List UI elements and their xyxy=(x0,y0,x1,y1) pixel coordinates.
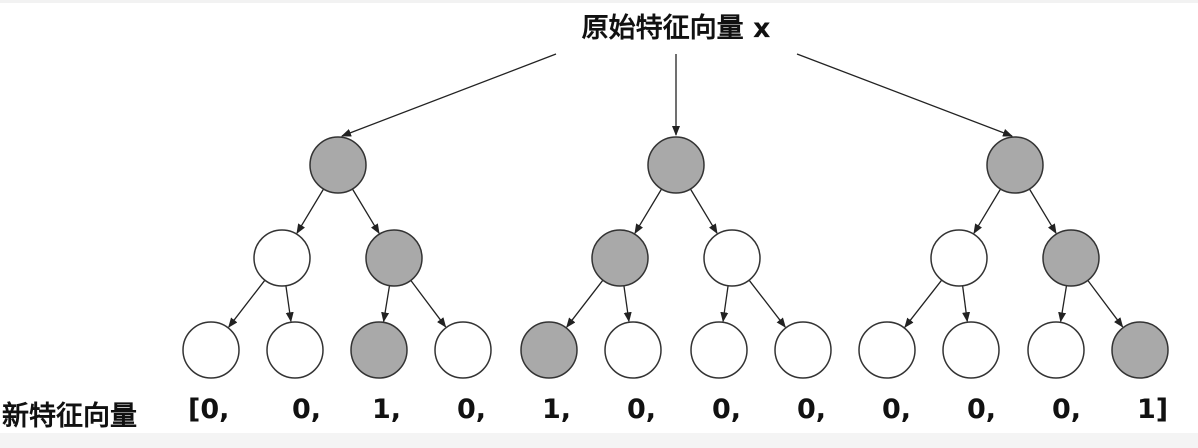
bottom-strip xyxy=(0,433,1198,448)
tree-edge xyxy=(351,188,380,235)
tree-edge xyxy=(973,188,1002,235)
tree-root-node xyxy=(986,136,1044,194)
tree-edge xyxy=(748,279,786,328)
output-value: 1, xyxy=(542,394,572,425)
tree-leaf-node xyxy=(774,321,832,379)
output-value: 1, xyxy=(372,394,402,425)
tree-edge xyxy=(1058,285,1068,323)
tree-root-node xyxy=(309,136,367,194)
tree-edge xyxy=(1087,280,1124,328)
tree-edge xyxy=(634,188,663,235)
top-strip xyxy=(0,0,1198,3)
output-value: [0, xyxy=(188,394,230,425)
diagram-title: 原始特征向量 x xyxy=(581,13,771,44)
title-arrow xyxy=(796,53,1013,137)
tree-edge xyxy=(566,279,604,328)
tree-leaf-node xyxy=(690,321,748,379)
output-value: 0, xyxy=(457,394,487,425)
tree-edge xyxy=(904,279,943,328)
tree-leaf-node xyxy=(520,321,578,379)
tree-internal-node xyxy=(1042,229,1100,287)
tree-edge xyxy=(285,285,294,323)
output-value: 0, xyxy=(292,394,322,425)
tree-internal-node xyxy=(591,229,649,287)
tree-leaf-node xyxy=(266,321,324,379)
output-label: 新特征向量 xyxy=(2,401,137,432)
tree-leaf-node xyxy=(182,321,240,379)
tree-leaf-node xyxy=(350,321,408,379)
tree-leaf-node xyxy=(434,321,492,379)
tree-leaf-node xyxy=(858,321,916,379)
tree-leaf-node xyxy=(604,321,662,379)
title-arrow xyxy=(341,53,557,137)
output-value: 0, xyxy=(627,394,657,425)
tree-edge xyxy=(1028,188,1057,235)
tree-edge xyxy=(689,188,718,235)
tree-edge xyxy=(410,280,447,328)
tree-root-node xyxy=(647,136,705,194)
output-value: 0, xyxy=(797,394,827,425)
tree-edge xyxy=(623,285,632,323)
tree-internal-node xyxy=(253,229,311,287)
tree-internal-node xyxy=(365,229,423,287)
tree-edge xyxy=(381,285,391,323)
tree-edge xyxy=(961,285,971,323)
output-value: 0, xyxy=(712,394,742,425)
tree-leaf-node xyxy=(942,321,1000,379)
tree-internal-node xyxy=(930,229,988,287)
tree-leaf-node xyxy=(1027,321,1085,379)
output-value: 0, xyxy=(1052,394,1082,425)
tree-edge xyxy=(720,285,729,323)
tree-edge xyxy=(296,188,325,235)
output-value: 0, xyxy=(967,394,997,425)
tree-leaf-node xyxy=(1111,321,1169,379)
output-value: 0, xyxy=(882,394,912,425)
output-value: 1] xyxy=(1137,394,1169,425)
tree-internal-node xyxy=(703,229,761,287)
tree-edge xyxy=(228,279,266,328)
